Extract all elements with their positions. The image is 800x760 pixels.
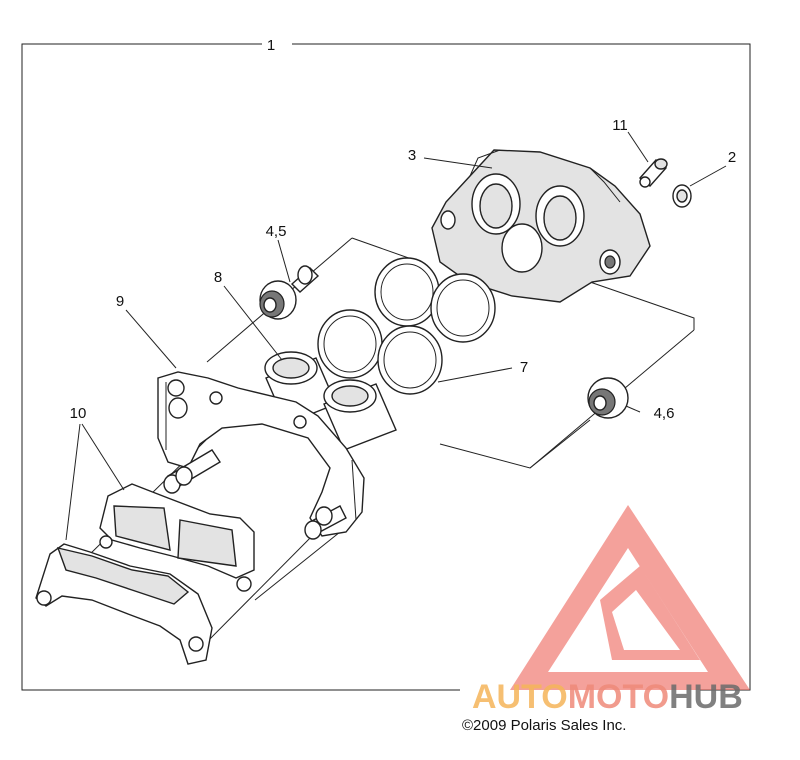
svg-text:AUTOMOTOHUB: AUTOMOTOHUB xyxy=(472,678,743,716)
callout-11: 11 xyxy=(612,117,628,134)
bleeder-screw xyxy=(638,158,668,188)
callout-3: 3 xyxy=(408,147,416,164)
watermark-text: AUTOMOTOHUB xyxy=(472,678,743,716)
callout-1: 1 xyxy=(267,37,275,54)
callout-7: 7 xyxy=(520,359,528,376)
callout-4-5: 4,5 xyxy=(266,223,287,240)
watermark-moto: MOTO xyxy=(568,678,669,716)
callout-8: 8 xyxy=(214,269,222,286)
callout-4-6: 4,6 xyxy=(654,405,675,422)
piston-seal-rings xyxy=(317,257,496,395)
copyright-notice: ©2009 Polaris Sales Inc. xyxy=(462,717,626,734)
brake-pads xyxy=(35,483,255,665)
slide-pins xyxy=(163,449,347,540)
callout-10: 10 xyxy=(70,405,87,422)
watermark-auto: AUTO xyxy=(472,678,568,716)
watermark-hub: HUB xyxy=(669,678,743,716)
callout-2: 2 xyxy=(728,149,736,166)
callout-leaders xyxy=(65,131,727,541)
callout-9: 9 xyxy=(116,293,124,310)
callout-labels: 1 2 3 4,5 4,6 7 8 9 10 11 xyxy=(70,37,737,422)
watermark-logo-icon xyxy=(510,505,750,690)
caliper-body xyxy=(431,149,651,303)
slide-pin-boot-lower xyxy=(587,377,629,419)
bleeder-cap xyxy=(672,184,692,208)
slide-pin-boot-upper xyxy=(259,265,320,320)
